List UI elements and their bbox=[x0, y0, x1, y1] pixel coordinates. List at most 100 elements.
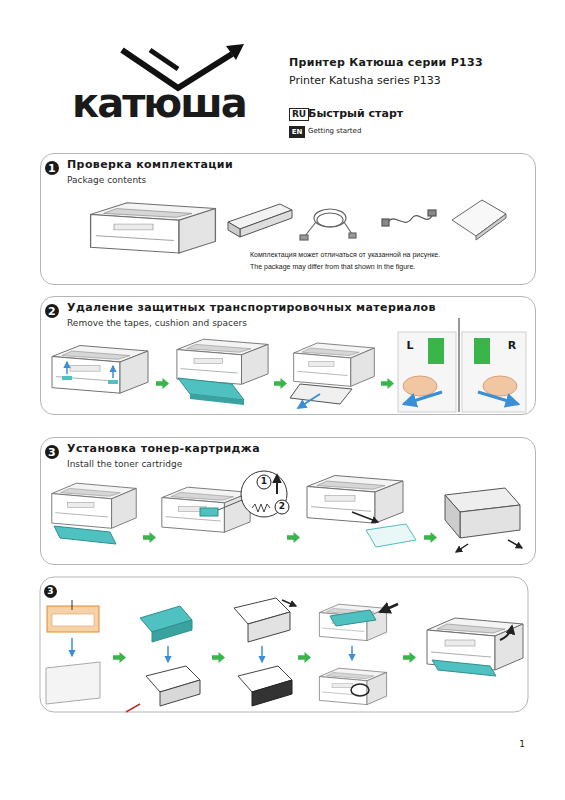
step-arrow bbox=[274, 378, 287, 389]
power-cord bbox=[428, 210, 436, 216]
step-arrow bbox=[403, 652, 416, 663]
printer-lever bbox=[162, 471, 289, 532]
drum-unit bbox=[445, 495, 460, 538]
toner-cartridge bbox=[240, 210, 292, 237]
step-number-text: 3 bbox=[47, 587, 53, 596]
side-marker: R bbox=[506, 340, 518, 353]
subtitle-text: Printer Katusha series P133 bbox=[289, 75, 441, 88]
step-arrow bbox=[212, 652, 225, 663]
note-text: Комплектация может отличаться от указанн… bbox=[250, 251, 440, 259]
step-number-text: 1 bbox=[48, 163, 56, 174]
cartridge-package bbox=[72, 600, 73, 610]
callout-number: 2 bbox=[275, 501, 289, 511]
spacer-removal-photo bbox=[403, 376, 437, 396]
spacer-removal-photo bbox=[428, 338, 444, 364]
logo-mark bbox=[122, 44, 244, 88]
step-number: 3 bbox=[45, 445, 59, 459]
logo-mark bbox=[150, 50, 178, 69]
printer-rear-open bbox=[294, 343, 375, 386]
printer-tape-removal bbox=[66, 362, 68, 374]
printer-lever bbox=[276, 475, 278, 494]
printer-cartridge-out bbox=[366, 524, 416, 547]
toner-cartridge bbox=[228, 204, 292, 237]
spacer-removal-photo bbox=[404, 392, 442, 404]
power-cord bbox=[382, 219, 389, 226]
printer-rear-open bbox=[290, 343, 374, 408]
toner-into-drum bbox=[282, 600, 296, 606]
spacer-removal-photo bbox=[462, 332, 526, 412]
printer-cartridge-out bbox=[307, 476, 416, 548]
page-number: 1 bbox=[516, 739, 528, 749]
section-subtitle: Install the toner cartridge bbox=[67, 459, 535, 470]
printer-insert-cartridge bbox=[319, 604, 398, 705]
toner-cartridge bbox=[228, 222, 240, 237]
guide-title: Быстрый старт bbox=[308, 108, 403, 121]
drum-unit bbox=[445, 488, 522, 552]
printer-lever bbox=[200, 508, 218, 516]
language-code: EN bbox=[292, 129, 303, 136]
side-marker: L bbox=[404, 340, 416, 353]
title-text: Принтер Катюша серии P133 bbox=[289, 57, 483, 70]
logo-mark bbox=[226, 44, 244, 60]
toner-into-drum bbox=[234, 598, 296, 706]
usb-cable bbox=[300, 235, 308, 240]
step-arrow bbox=[424, 532, 437, 543]
toner-into-drum bbox=[261, 646, 263, 662]
printer-insert-cartridge bbox=[380, 604, 398, 612]
toner-into-drum bbox=[248, 612, 290, 642]
spacer-removal-photo bbox=[398, 318, 526, 412]
step-number: 3 bbox=[44, 585, 57, 598]
step-arrow bbox=[298, 652, 311, 663]
step-arrow bbox=[287, 532, 300, 543]
section-subtitle: Remove the tapes, cushion and spacers bbox=[67, 318, 535, 329]
printer-cartridge-out bbox=[307, 476, 403, 524]
printer-rear-open bbox=[298, 394, 320, 408]
printer-insert-cartridge bbox=[330, 610, 376, 626]
guide-title: Getting started bbox=[308, 127, 361, 135]
toner-shake bbox=[126, 606, 200, 712]
printer-lever bbox=[218, 500, 242, 510]
printer-insert-cartridge bbox=[319, 604, 386, 640]
drum-unit bbox=[456, 544, 468, 552]
cartridge-package bbox=[47, 606, 99, 632]
printer-lever bbox=[252, 504, 270, 512]
usb-cable bbox=[300, 209, 356, 240]
printer-lever bbox=[257, 475, 271, 489]
spacer-removal-photo bbox=[478, 392, 518, 404]
printer-tape-removal bbox=[112, 366, 114, 378]
usb-cable bbox=[349, 233, 356, 238]
spacer-removal-photo bbox=[474, 338, 490, 364]
note-text: The package may differ from that shown i… bbox=[250, 263, 415, 271]
printer-tape-removal bbox=[52, 346, 148, 394]
cartridge-package bbox=[52, 614, 94, 626]
step-number-text: 2 bbox=[48, 306, 56, 317]
section-panel: Установка тонер-картриджаInstall the ton… bbox=[40, 437, 536, 565]
printer-tray-out bbox=[190, 394, 244, 405]
printer-close-cover bbox=[432, 660, 496, 676]
callout-number: 1 bbox=[257, 476, 271, 486]
usb-cable bbox=[344, 222, 352, 234]
section-subtitle: Package contents bbox=[67, 175, 535, 186]
cartridge-package bbox=[46, 662, 100, 704]
manual-booklet bbox=[452, 200, 506, 236]
power-cord bbox=[388, 216, 432, 223]
step-arrow bbox=[381, 378, 394, 389]
cartridge-package bbox=[46, 600, 100, 704]
language-tag: EN bbox=[289, 126, 305, 138]
spacer-removal-photo bbox=[483, 376, 517, 396]
printer-close-cover bbox=[427, 618, 523, 676]
language-code: RU bbox=[292, 110, 306, 119]
printer-close-cover bbox=[500, 626, 512, 640]
printer-illustration bbox=[91, 203, 216, 253]
power-cord bbox=[382, 210, 436, 226]
printer-lever bbox=[162, 487, 250, 532]
section-heading: Установка тонер-картриджа bbox=[67, 442, 535, 455]
printer-tray-out bbox=[177, 339, 268, 405]
toner-shake bbox=[126, 704, 140, 712]
drum-unit bbox=[460, 505, 520, 538]
printer-tape-removal bbox=[108, 380, 118, 384]
step-number: 1 bbox=[45, 161, 59, 175]
toner-shake bbox=[160, 680, 200, 706]
printer-insert-cartridge bbox=[351, 684, 369, 696]
printer-illustration bbox=[91, 203, 216, 253]
